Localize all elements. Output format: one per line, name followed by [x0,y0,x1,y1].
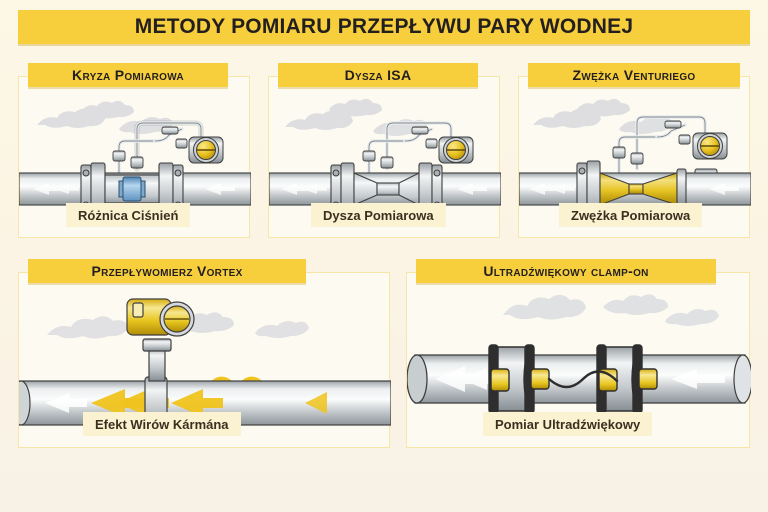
panel-ultrasonic-caption-text: Pomiar Ultradźwiękowy [495,416,641,432]
panel-isa-nozzle-illustration [269,77,501,237]
panel-isa-nozzle-header: Dysza ISA [278,63,478,87]
panel-venturi-caption-text: Zwężka Pomiarowa [571,207,691,223]
panel-vortex-header-text: Przepływomierz Vortex [91,263,243,279]
steam-cloud-icon [503,294,719,326]
panel-ultrasonic-illustration [407,273,751,447]
flow-arrow-icon [435,366,725,392]
panel-isa-nozzle: Dysza Pomiarowa [268,76,501,238]
panel-vortex-caption: Efekt Wirów Kármána [83,412,241,436]
steam-cloud-icon [533,98,673,134]
valve-fittings-icon [112,126,188,169]
panel-venturi-header-text: Zwężka Venturiego [572,67,696,83]
panel-orifice-header: Kryza Pomiarowa [28,63,228,87]
panel-ultrasonic-caption: Pomiar Ultradźwiękowy [483,412,653,436]
white-flow-arrow-icon [45,393,87,413]
page-title-bar: METODY POMIARU PRZEPŁYWU PARY WODNEJ [18,10,750,44]
pipe-icon [519,172,751,206]
panel-venturi-header: Zwężka Venturiego [528,63,740,87]
panel-ultrasonic: Pomiar Ultradźwiękowy [406,272,751,448]
page-title: METODY POMIARU PRZEPŁYWU PARY WODNEJ [134,15,634,38]
steam-cloud-icon [285,98,427,136]
flow-arrow-icon [281,183,487,195]
flow-arrow-icon [529,183,739,195]
panel-orifice-caption: Różnica Ciśnień [66,203,191,227]
impulse-lines-icon [617,115,707,175]
panel-orifice-illustration [19,77,251,237]
panel-venturi: Zwężka Pomiarowa [518,76,751,238]
steam-cloud-icon [47,312,309,339]
panel-orifice-caption-text: Różnica Ciśnień [78,207,179,223]
valve-fittings-icon [612,120,691,165]
clamp-on-transducer-icon [488,344,658,414]
panel-vortex: Efekt Wirów Kármána [18,272,391,448]
impulse-lines-icon [367,121,453,175]
panel-vortex-caption-text: Efekt Wirów Kármána [95,416,229,432]
panel-vortex-illustration [19,273,391,447]
panel-venturi-illustration [519,77,751,237]
panel-orifice-header-text: Kryza Pomiarowa [72,67,184,83]
sensor-cable-icon [547,370,619,389]
orifice-plate-icon [118,176,146,202]
valve-fittings-icon [362,126,438,169]
vortex-transmitter-icon [126,298,195,337]
panel-isa-nozzle-header-text: Dysza ISA [344,67,412,83]
panel-isa-nozzle-caption-text: Dysza Pomiarowa [323,207,434,223]
steam-cloud-icon [37,100,173,134]
panel-isa-nozzle-caption: Dysza Pomiarowa [311,203,446,227]
panel-vortex-header: Przepływomierz Vortex [28,259,306,283]
panel-venturi-caption: Zwężka Pomiarowa [559,203,703,227]
impulse-lines-icon [117,120,204,175]
panel-ultrasonic-header: Ultradźwiękowy clamp-on [416,259,716,283]
panel-ultrasonic-header-text: Ultradźwiękowy clamp-on [483,263,649,279]
flow-arrow-icon [91,389,327,417]
nozzle-icon [330,162,443,216]
flow-arrow-icon [33,183,235,195]
panel-orifice: Różnica Ciśnień [18,76,251,238]
